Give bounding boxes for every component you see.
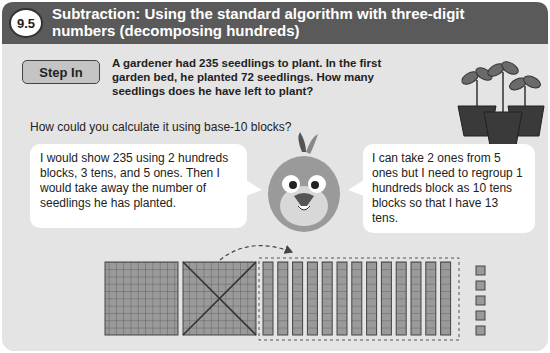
- problem-text: A gardener had 235 seedlings to plant. I…: [112, 56, 412, 98]
- lesson-badge: 9.5: [9, 8, 43, 38]
- bubble-tail: [246, 180, 262, 196]
- speech-bubble: I can take 2 ones from 5 ones but I need…: [363, 144, 535, 233]
- hundreds-blocks: [105, 262, 256, 335]
- title-text: Subtraction: Using the standard algorith…: [52, 5, 465, 39]
- node-text: 9.5: [17, 16, 35, 31]
- node-text: Step In: [39, 65, 82, 80]
- tens-blocks: [263, 262, 451, 335]
- node-text: I can take 2 ones from 5 ones but I need…: [372, 151, 526, 226]
- header-band: [2, 2, 548, 44]
- ones-blocks: [476, 266, 485, 335]
- bubble-tail: [348, 180, 364, 196]
- lesson-title: Subtraction: Using the standard algorith…: [52, 5, 532, 39]
- plant-pots: [458, 59, 544, 146]
- regroup-arrow: [220, 246, 292, 260]
- regroup-box: [259, 258, 459, 340]
- speech-bubble: I would show 235 using 2 hundreds blocks…: [30, 144, 247, 228]
- node-text: I would show 235 using 2 hundreds blocks…: [40, 151, 237, 211]
- question-text: How could you calculate it using base-10…: [30, 120, 430, 135]
- step-in-box: Step In: [22, 60, 100, 84]
- bird-mascot: [268, 132, 340, 232]
